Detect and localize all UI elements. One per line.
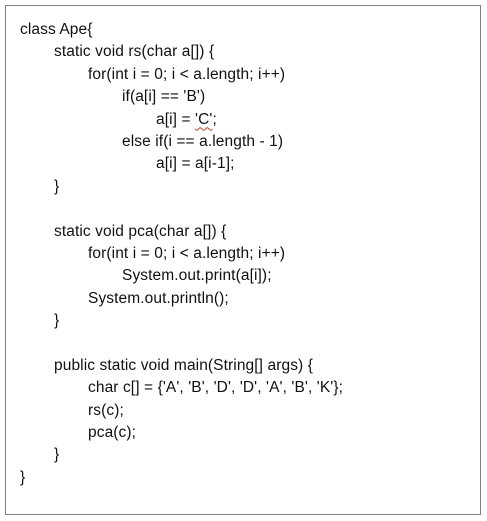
code-text: public static void main(String[] args) { xyxy=(54,356,313,374)
code-line: for(int i = 0; i < a.length; i++) xyxy=(6,243,480,265)
code-text: a[i] = xyxy=(156,110,196,128)
blank-line xyxy=(6,332,480,354)
code-text: } xyxy=(54,312,60,330)
code-line: } xyxy=(6,444,480,466)
code-line: rs(c); xyxy=(6,400,480,422)
code-text: pca(c); xyxy=(88,424,137,442)
code-listing-box: class Ape{ static void rs(char a[]) { fo… xyxy=(5,5,481,515)
code-text: } xyxy=(20,468,26,486)
blank-line xyxy=(6,198,480,220)
code-line: System.out.println(); xyxy=(6,288,480,310)
spellcheck-underlined-text: 'C' xyxy=(195,110,213,128)
code-text: char c[] = {'A', 'B', 'D', 'D', 'A', 'B'… xyxy=(88,379,344,397)
code-text: for(int i = 0; i < a.length; i++) xyxy=(88,65,286,83)
code-line: public static void main(String[] args) { xyxy=(6,355,480,377)
code-line: class Ape{ xyxy=(6,19,480,41)
code-text: System.out.print(a[i]); xyxy=(122,267,272,285)
code-text: a[i] = a[i-1]; xyxy=(156,155,235,173)
code-line: for(int i = 0; i < a.length; i++) xyxy=(6,64,480,86)
code-line: static void rs(char a[]) { xyxy=(6,41,480,63)
code-listing: class Ape{ static void rs(char a[]) { fo… xyxy=(6,19,480,489)
code-line: static void pca(char a[]) { xyxy=(6,221,480,243)
code-line: System.out.print(a[i]); xyxy=(6,265,480,287)
code-line: a[i] = a[i-1]; xyxy=(6,153,480,175)
code-line: a[i] = 'C'; xyxy=(6,109,480,131)
code-line: pca(c); xyxy=(6,422,480,444)
code-text: class Ape{ xyxy=(20,21,93,38)
code-text: ; xyxy=(212,110,217,128)
code-line: if(a[i] == 'B') xyxy=(6,86,480,108)
code-text: static void pca(char a[]) { xyxy=(54,222,227,240)
code-text: } xyxy=(54,177,60,195)
code-text: } xyxy=(54,446,60,464)
code-text: rs(c); xyxy=(88,401,124,419)
code-text: if(a[i] == 'B') xyxy=(122,88,206,106)
code-line: } xyxy=(6,467,480,489)
code-text: static void rs(char a[]) { xyxy=(54,43,215,61)
code-line: } xyxy=(6,176,480,198)
code-text: System.out.println(); xyxy=(88,289,229,307)
code-line: char c[] = {'A', 'B', 'D', 'D', 'A', 'B'… xyxy=(6,377,480,399)
code-text: else if(i == a.length - 1) xyxy=(122,132,284,150)
code-line: else if(i == a.length - 1) xyxy=(6,131,480,153)
code-line: } xyxy=(6,310,480,332)
code-text: for(int i = 0; i < a.length; i++) xyxy=(88,244,286,262)
